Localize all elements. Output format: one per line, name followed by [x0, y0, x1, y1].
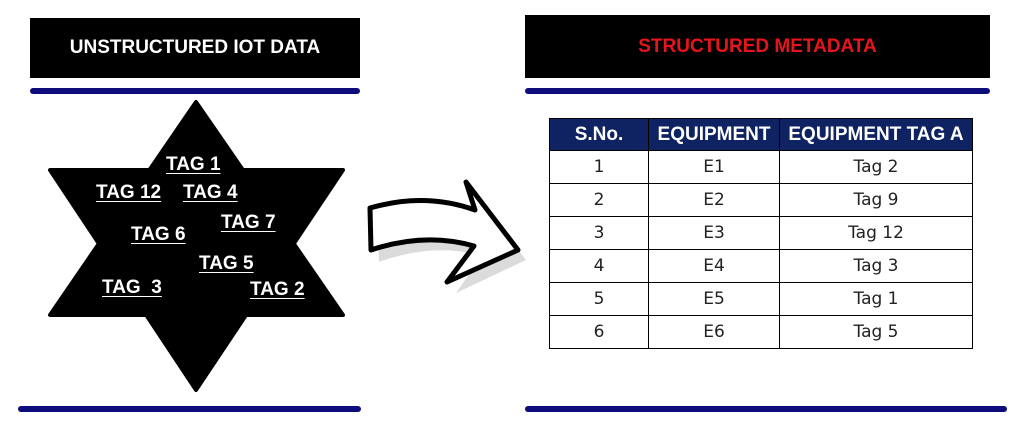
table-cell: Tag 9 — [779, 183, 973, 217]
tag-label: TAG 1 — [166, 154, 221, 175]
table-cell: 1 — [549, 150, 649, 184]
table-cell: 2 — [549, 183, 649, 217]
column-header: S.No. — [549, 118, 649, 151]
divider — [18, 406, 361, 412]
tag-label: TAG 3 — [102, 277, 162, 298]
table-cell: E4 — [648, 249, 780, 283]
star-shape — [48, 100, 345, 392]
column-header: EQUIPMENT TAG A — [779, 118, 973, 151]
table-cell: Tag 12 — [779, 216, 973, 250]
divider — [525, 406, 1007, 412]
tag-label: TAG 2 — [250, 279, 305, 300]
tag-label: TAG 5 — [199, 253, 254, 274]
table-cell: 4 — [549, 249, 649, 283]
table-cell: E2 — [648, 183, 780, 217]
table-cell: E6 — [648, 315, 780, 349]
divider — [30, 88, 360, 94]
right-title: STRUCTURED METADATA — [638, 35, 877, 57]
table-cell: E5 — [648, 282, 780, 316]
left-title-box: UNSTRUCTURED IOT DATA — [30, 18, 360, 78]
left-title: UNSTRUCTURED IOT DATA — [69, 37, 321, 58]
table-cell: Tag 5 — [779, 315, 973, 349]
divider — [525, 88, 990, 94]
tag-label: TAG 12 — [96, 182, 162, 203]
table-cell: Tag 1 — [779, 282, 973, 316]
table-cell: 6 — [549, 315, 649, 349]
table-cell: E1 — [648, 150, 780, 184]
tag-label: TAG 4 — [183, 182, 238, 203]
table-cell: Tag 2 — [779, 150, 973, 184]
table-cell: 5 — [549, 282, 649, 316]
right-title-box: STRUCTURED METADATA — [525, 15, 990, 78]
column-header: EQUIPMENT — [648, 118, 780, 151]
tag-label: TAG 7 — [221, 212, 276, 233]
tag-label: TAG 6 — [131, 224, 186, 245]
table-cell: Tag 3 — [779, 249, 973, 283]
table-header-row: S.No. EQUIPMENT EQUIPMENT TAG A — [549, 118, 973, 151]
table-cell: E3 — [648, 216, 780, 250]
right-arrow-icon — [367, 179, 526, 293]
table-cell: 3 — [549, 216, 649, 250]
